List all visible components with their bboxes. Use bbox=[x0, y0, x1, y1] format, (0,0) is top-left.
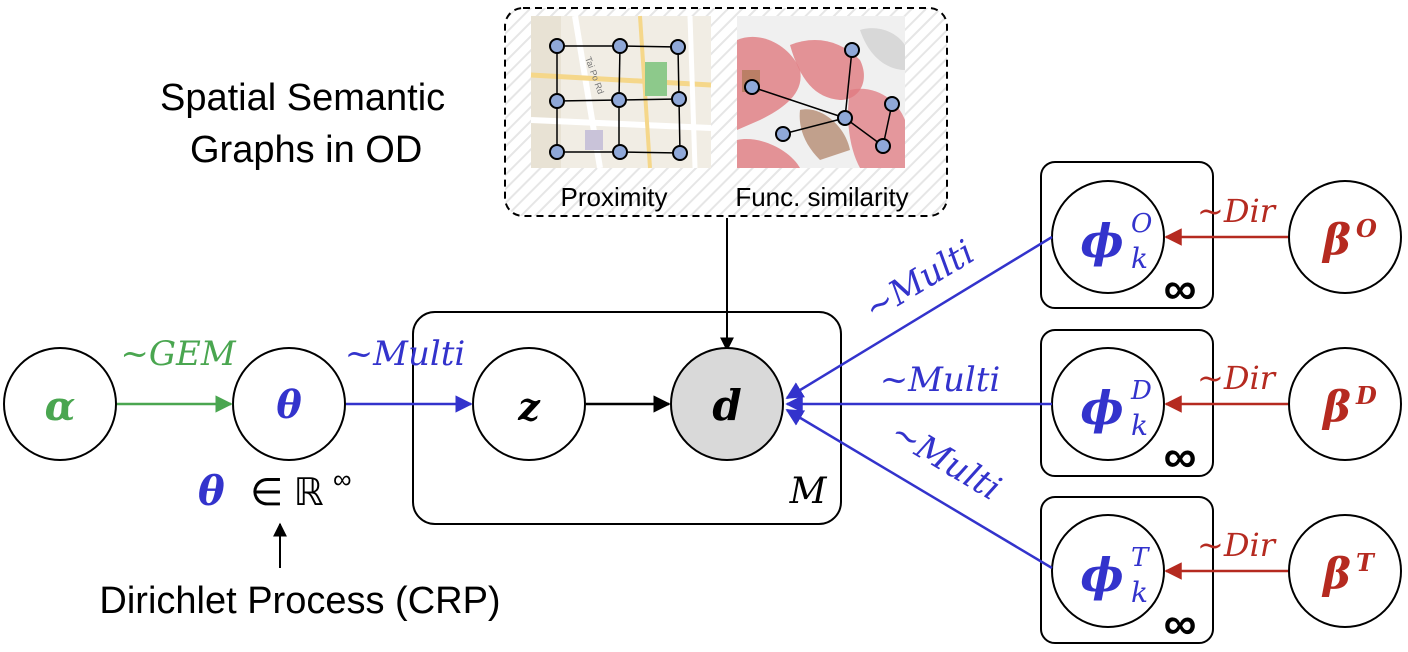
beta-D-superscript: D bbox=[1355, 381, 1377, 410]
alpha-symbol: α bbox=[45, 383, 76, 430]
theta-space-in: ∈ ℝ bbox=[250, 472, 324, 514]
phi-T-to-d-arrow bbox=[785, 408, 1053, 570]
d-symbol: d bbox=[712, 381, 741, 430]
topic-plate-T-label: ∞ bbox=[1164, 597, 1197, 649]
phi-O-edge-label: ~Multi bbox=[857, 232, 981, 328]
beta-O-superscript: O bbox=[1356, 214, 1377, 243]
beta-D-symbol: β bbox=[1321, 382, 1351, 431]
beta-T-node: β T bbox=[1288, 514, 1402, 628]
phi-O-subscript: k bbox=[1131, 242, 1148, 275]
z-symbol: z bbox=[517, 384, 541, 429]
phi-O-superscript: O bbox=[1131, 209, 1152, 239]
phi-T-subscript: k bbox=[1131, 576, 1148, 609]
phi-T-superscript: T bbox=[1131, 543, 1150, 573]
graphs-title-line2: Graphs in OD bbox=[190, 129, 422, 171]
proximity-label: Proximity bbox=[561, 182, 668, 212]
theta-space-annotation: θ ∈ ℝ ∞ bbox=[198, 464, 352, 515]
phi-D-symbol: ϕ bbox=[1080, 381, 1123, 435]
z-node: z bbox=[472, 347, 586, 461]
topic-plate-T: ϕ T k ∞ bbox=[1040, 496, 1214, 649]
phi-D-subscript: k bbox=[1131, 409, 1148, 442]
phi-D-edge-label: ~Multi bbox=[880, 360, 1001, 400]
beta-T-superscript: T bbox=[1356, 548, 1376, 577]
phi-T-edge-label: ~Multi bbox=[884, 412, 1008, 508]
topic-plate-O-label: ∞ bbox=[1164, 262, 1197, 314]
theta-node: θ bbox=[232, 347, 346, 461]
phi-D-superscript: D bbox=[1130, 376, 1152, 406]
dir-D-edge-label: ~Dir bbox=[1197, 359, 1277, 397]
function-similarity-label: Func. similarity bbox=[735, 182, 908, 212]
topic-plate-D: ϕ D k ∞ bbox=[1040, 329, 1214, 482]
dirichlet-process-label: Dirichlet Process (CRP) bbox=[99, 580, 500, 622]
function-graph-nodes bbox=[744, 42, 900, 154]
dir-O-edge-label: ~Dir bbox=[1197, 192, 1277, 230]
proximity-graph-nodes bbox=[549, 38, 688, 161]
theta-space-theta: θ bbox=[198, 468, 225, 515]
alpha-node: α bbox=[3, 347, 117, 461]
phi-T-symbol: ϕ bbox=[1080, 548, 1123, 602]
theta-symbol: θ bbox=[276, 382, 302, 427]
gem-edge-label: ~GEM bbox=[120, 334, 236, 374]
dir-T-edge-label: ~Dir bbox=[1197, 526, 1277, 564]
theta-z-edge-label: ~Multi bbox=[345, 334, 466, 374]
topic-plate-D-label: ∞ bbox=[1164, 430, 1197, 482]
main-plate bbox=[412, 311, 842, 525]
theta-space-infinity: ∞ bbox=[333, 464, 352, 494]
proximity-map: Tai Po Rd bbox=[530, 15, 712, 169]
function-similarity-map bbox=[737, 16, 905, 168]
topic-plate-O: ϕ O k ∞ bbox=[1040, 161, 1214, 314]
beta-D-node: β D bbox=[1288, 347, 1402, 461]
beta-O-node: β O bbox=[1288, 180, 1402, 294]
phi-O-symbol: ϕ bbox=[1080, 214, 1123, 268]
park-patch bbox=[645, 62, 667, 96]
d-node: d bbox=[670, 347, 784, 461]
beta-T-symbol: β bbox=[1321, 549, 1351, 598]
beta-O-symbol: β bbox=[1321, 215, 1351, 264]
spatial-semantic-graphs-panel: Tai Po Rd bbox=[504, 7, 948, 217]
phi-O-to-d-arrow bbox=[785, 235, 1053, 400]
graphs-title-line1: Spatial Semantic bbox=[160, 77, 445, 119]
main-plate-label: M bbox=[789, 471, 828, 512]
